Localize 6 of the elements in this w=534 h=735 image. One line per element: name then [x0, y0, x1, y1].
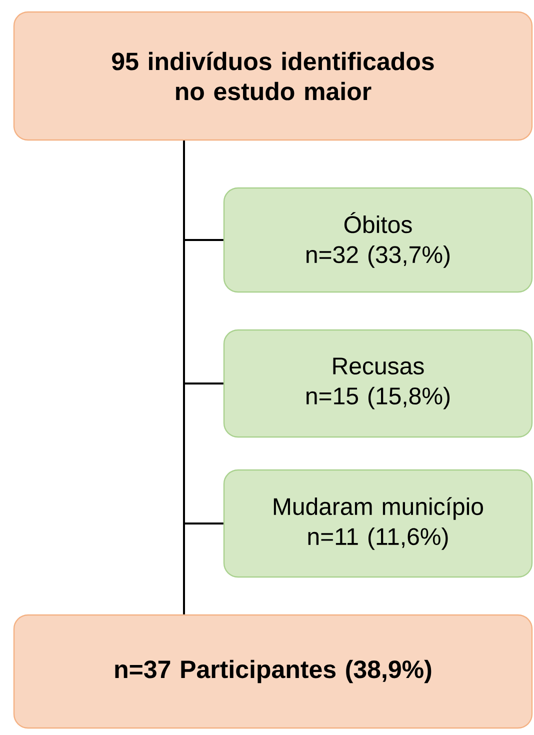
- stage-box: n=37 Participantes (38,9%): [13, 614, 533, 729]
- stage-box: 95 indivíduos identificados no estudo maior: [13, 11, 533, 141]
- connector-line: [183, 140, 185, 614]
- exclusion-box: Mudaram município n=11 (11,6%): [223, 469, 533, 578]
- exclusion-box: Recusas n=15 (15,8%): [223, 329, 533, 438]
- exclusion-box: Óbitos n=32 (33,7%): [223, 187, 533, 293]
